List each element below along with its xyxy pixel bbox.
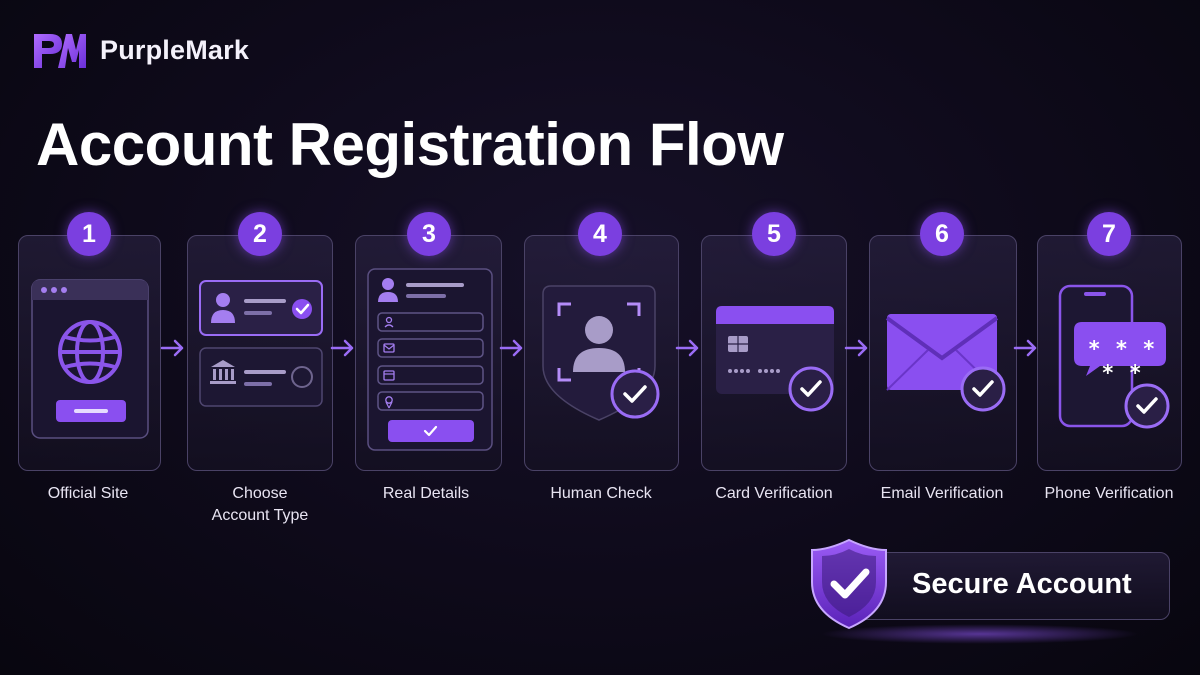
step-label-6: Email Verification <box>880 485 1004 502</box>
step-card-phone-verification <box>1037 235 1182 471</box>
arrow-right-icon <box>675 339 699 357</box>
account-type-icon <box>199 280 323 407</box>
brand-name: PurpleMark <box>100 34 250 65</box>
phone-icon <box>1058 284 1170 429</box>
step-label-1: Official Site <box>47 485 129 502</box>
step-label-3: Real Details <box>382 485 470 502</box>
step-number-1: 1 <box>67 212 111 256</box>
step-label-2-line-1: Choose <box>232 485 288 502</box>
arrow-right-icon <box>160 339 184 357</box>
step-number-3: 3 <box>407 212 451 256</box>
step-label-2: Choose Account Type <box>175 483 345 527</box>
secure-account-label: Secure Account <box>912 568 1132 600</box>
step-card-human-check <box>524 235 679 471</box>
form-icon <box>367 268 493 451</box>
step-number-5: 5 <box>752 212 796 256</box>
step-number-4: 4 <box>578 212 622 256</box>
face-scan-icon <box>542 285 660 421</box>
arrow-right-icon <box>844 339 868 357</box>
arrow-right-icon <box>499 339 523 357</box>
page-title: Account Registration Flow <box>36 111 784 178</box>
secure-glow <box>820 624 1140 644</box>
arrow-right-icon <box>1013 339 1037 357</box>
envelope-icon <box>885 314 1006 412</box>
step-label-2-line-2: Account Type <box>211 507 309 524</box>
step-card-card-verification <box>701 235 847 471</box>
credit-card-icon <box>716 306 834 412</box>
arrow-right-icon <box>330 339 354 357</box>
globe-icon <box>31 279 149 439</box>
shield-check-icon <box>811 538 887 630</box>
step-card-real-details <box>355 235 502 471</box>
phone-code: * * * * * <box>1087 337 1157 385</box>
step-card-email-verification <box>869 235 1017 471</box>
brand: PurpleMark <box>32 30 249 70</box>
step-label-4: Human Check <box>550 485 652 502</box>
step-number-6: 6 <box>920 212 964 256</box>
step-number-7: 7 <box>1087 212 1131 256</box>
step-label-5: Card Verification <box>715 485 833 502</box>
step-card-official-site <box>18 235 161 471</box>
step-card-choose-account-type <box>187 235 333 471</box>
step-number-2: 2 <box>238 212 282 256</box>
purplemark-logo-icon <box>34 34 86 68</box>
step-label-7: Phone Verification <box>1044 485 1174 502</box>
secure-account-panel <box>858 552 1170 620</box>
